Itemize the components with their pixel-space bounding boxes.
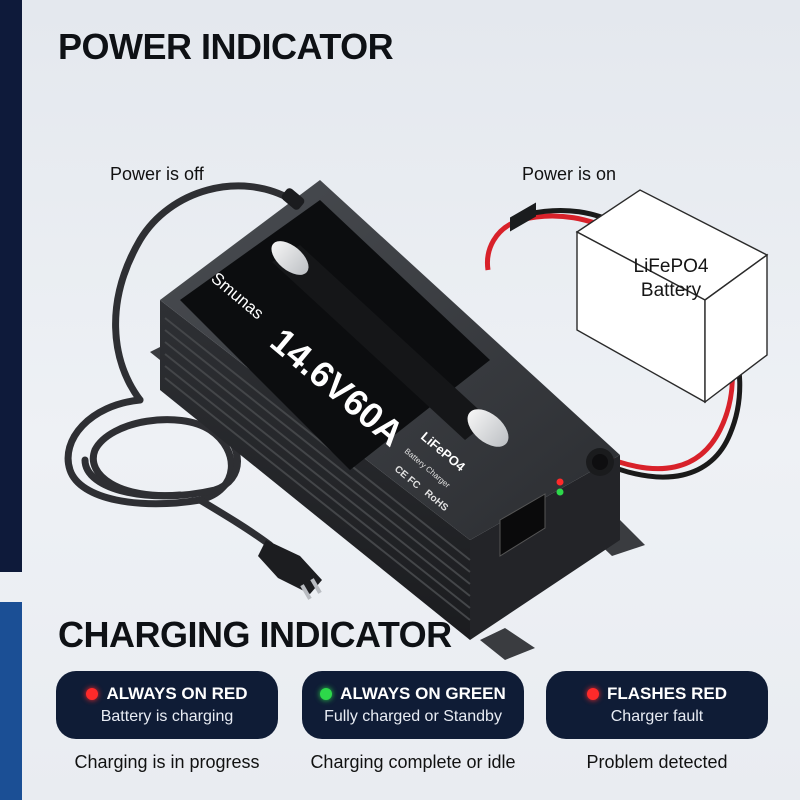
left-accent-bar-bottom <box>0 602 22 800</box>
indicator-note-flash: Problem detected <box>586 752 728 772</box>
indicator-card-always-green: ALWAYS ON GREEN Fully charged or Standby <box>302 671 524 739</box>
power-led-red <box>556 478 564 486</box>
charging-indicator-heading: CHARGING INDICATOR <box>58 614 452 655</box>
battery-box <box>575 189 769 404</box>
battery-label-line2: Battery <box>640 280 702 301</box>
indicator-card-always-red: ALWAYS ON RED Battery is charging <box>56 671 278 739</box>
indicator-subtitle: Charger fault <box>610 708 704 725</box>
indicator-card-flashes-red: FLASHES RED Charger fault <box>546 671 768 739</box>
led-red-icon <box>86 688 99 700</box>
indicator-title: FLASHES RED <box>607 684 727 703</box>
indicator-note-green: Charging complete or idle <box>310 752 516 772</box>
power-indicator-heading: POWER INDICATOR <box>58 26 394 67</box>
ac-plug <box>258 540 322 600</box>
power-led-green <box>556 488 564 496</box>
power-off-caption: Power is off <box>110 164 204 184</box>
led-green-icon <box>320 688 333 700</box>
left-accent-bar-top <box>0 0 22 572</box>
indicator-note-red: Charging is in progress <box>74 752 260 772</box>
indicator-subtitle: Battery is charging <box>100 708 234 725</box>
indicator-title: ALWAYS ON RED <box>106 684 248 703</box>
battery-label-line1: LiFePO4 <box>633 256 709 277</box>
front-panel <box>499 202 614 557</box>
power-on-caption: Power is on <box>522 164 617 184</box>
indicator-subtitle: Fully charged or Standby <box>324 708 502 725</box>
indicator-title: ALWAYS ON GREEN <box>340 684 506 703</box>
carry-handle <box>271 241 509 447</box>
led-red-flash-icon <box>587 688 600 700</box>
battery-label: LiFePO4 Battery <box>606 255 736 303</box>
